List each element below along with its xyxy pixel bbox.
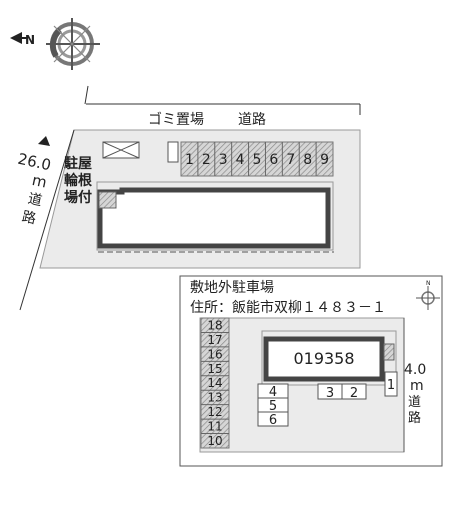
svg-text:場付: 場付	[64, 189, 92, 206]
parking-number-1: 1	[185, 152, 194, 168]
left-road-label-2: 路	[20, 209, 37, 228]
column-number-10: 10	[207, 434, 222, 448]
building-number: 019358	[293, 349, 354, 368]
svg-text:道: 道	[408, 395, 421, 410]
garbage-box	[167, 141, 179, 163]
bike-parking-label: 駐屋 輪根 場付	[64, 155, 93, 206]
left-road-edge	[19, 129, 75, 311]
road-edge-line	[84, 85, 89, 105]
svg-text:m: m	[30, 171, 48, 192]
parking-number-5: 5	[253, 152, 262, 168]
column-number-14: 14	[207, 376, 222, 390]
svg-text:4.0: 4.0	[404, 362, 426, 378]
parking-strip	[180, 141, 334, 177]
column-number-12: 12	[207, 405, 222, 419]
inset-address: 住所：飯能市双柳１４８３－１	[190, 299, 386, 316]
spot-3-label: 3	[326, 386, 334, 401]
spot-6-label: 6	[269, 413, 277, 428]
compass-rose-icon	[10, 18, 100, 70]
parking-number-6: 6	[269, 152, 278, 168]
left-road-label: 26.0 m 道	[16, 150, 52, 210]
inset-parking-column	[200, 317, 230, 449]
svg-text:道: 道	[26, 191, 43, 210]
svg-text:m: m	[410, 378, 424, 394]
svg-text:輪根: 輪根	[64, 172, 93, 189]
garbage-label: ゴミ置場	[148, 111, 204, 128]
column-number-17: 17	[207, 333, 222, 347]
main-building	[97, 187, 331, 249]
right-road-label: 4.0 m 道	[404, 362, 426, 410]
inset-spot-1	[384, 371, 398, 397]
parking-number-9: 9	[320, 152, 329, 168]
column-number-13: 13	[207, 391, 222, 405]
parking-number-3: 3	[219, 152, 228, 168]
spot-2-label: 2	[350, 386, 358, 401]
right-road-label-2: 路	[408, 410, 421, 426]
parking-number-2: 2	[202, 152, 211, 168]
mini-compass-icon: N	[416, 280, 440, 310]
top-road-label: 道路	[238, 112, 266, 128]
parking-number-7: 7	[286, 152, 295, 168]
spot-5-label: 5	[269, 399, 277, 414]
parking-number-8: 8	[303, 152, 312, 168]
column-number-15: 15	[207, 362, 222, 376]
column-number-16: 16	[207, 347, 222, 361]
svg-text:駐屋: 駐屋	[64, 155, 92, 172]
spot-4-label: 4	[269, 385, 277, 400]
compass-north-label: N	[25, 33, 35, 47]
svg-text:N: N	[426, 280, 431, 287]
inset-building	[263, 336, 385, 382]
parking-number-4: 4	[236, 152, 245, 168]
inset-spots-4-6	[257, 383, 289, 427]
inset-stairs-icon	[383, 343, 395, 361]
column-number-11: 11	[207, 420, 222, 434]
inset-title: 敷地外駐車場	[190, 279, 274, 296]
column-number-18: 18	[207, 318, 222, 332]
spot-1-label: 1	[387, 378, 395, 393]
left-road-arrow-icon	[38, 136, 50, 146]
stairs-icon	[98, 191, 117, 209]
